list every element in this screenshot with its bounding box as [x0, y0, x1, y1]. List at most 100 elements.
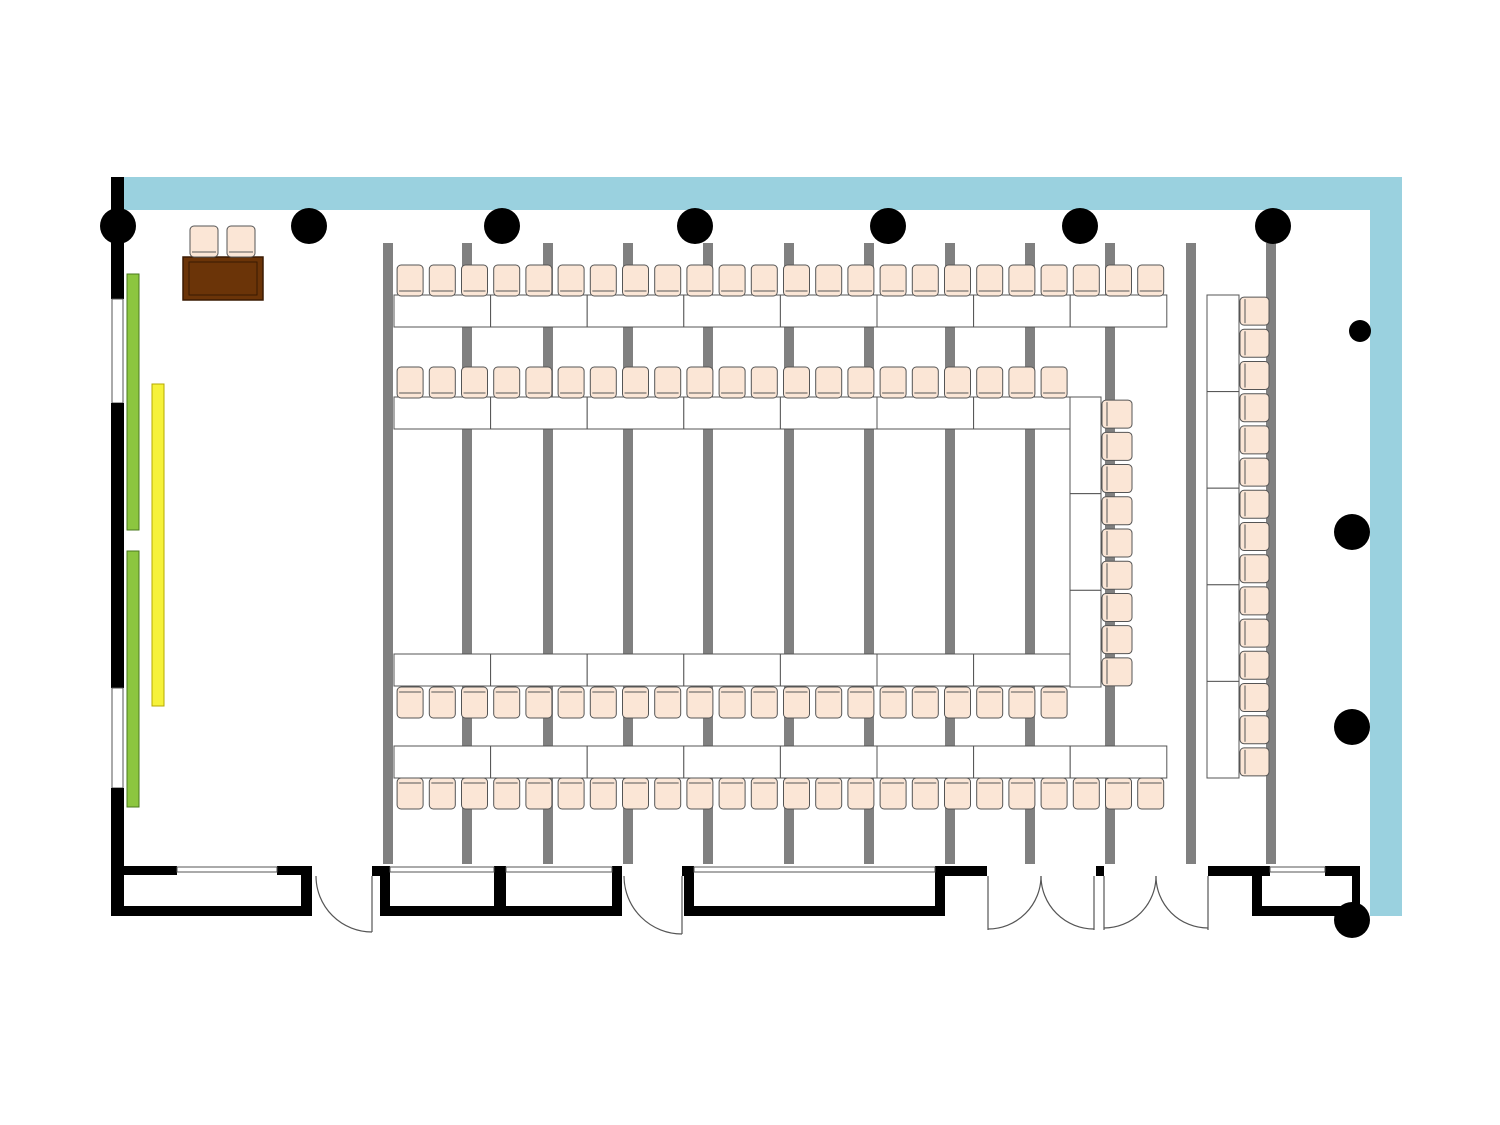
chair-seat — [1008, 777, 1036, 810]
chair — [622, 366, 649, 399]
column — [1349, 320, 1371, 342]
chair — [750, 777, 778, 810]
closet-wall — [1252, 906, 1360, 916]
chair — [1072, 777, 1100, 810]
chair — [783, 777, 810, 810]
chair — [1040, 366, 1068, 399]
chair-seat — [1040, 264, 1068, 297]
chair-seat — [750, 264, 778, 297]
chair-seat — [525, 777, 553, 810]
door-swing — [987, 875, 1042, 930]
chair — [1239, 522, 1270, 551]
chair — [750, 366, 778, 399]
chair-seat — [815, 264, 843, 297]
yellow-board — [151, 383, 165, 707]
chair — [1239, 715, 1270, 745]
column — [484, 208, 520, 244]
structural-columns — [100, 208, 1371, 938]
chair-seat — [654, 366, 682, 399]
chair — [944, 264, 971, 297]
table — [973, 745, 1071, 779]
chair-seat — [589, 777, 617, 810]
chair — [1040, 686, 1068, 719]
chair-seat — [622, 264, 649, 297]
chair — [557, 777, 585, 810]
chair — [976, 777, 1004, 810]
chair-seat — [654, 686, 682, 719]
chair — [911, 366, 939, 399]
chair — [525, 686, 553, 719]
chair-seat — [1239, 715, 1270, 745]
column — [1334, 709, 1370, 745]
chair-seat — [622, 777, 649, 810]
chair — [976, 264, 1004, 297]
table — [683, 653, 781, 687]
single-door — [315, 875, 373, 933]
chair-seat — [461, 366, 488, 399]
chair — [1040, 777, 1068, 810]
chair — [847, 777, 875, 810]
chair-seat — [428, 264, 456, 297]
chair — [525, 366, 553, 399]
chair — [944, 686, 971, 719]
chair-seat — [226, 225, 256, 258]
door-swing — [315, 875, 373, 933]
chair-seat — [1040, 777, 1068, 810]
chair — [847, 264, 875, 297]
chair — [879, 366, 907, 399]
chair-seat — [1040, 686, 1068, 719]
chair — [226, 225, 256, 258]
chair — [1101, 431, 1133, 461]
chair — [815, 366, 843, 399]
table — [586, 745, 685, 779]
chair-seat — [976, 686, 1004, 719]
chair — [589, 264, 617, 297]
chair — [622, 264, 649, 297]
ceiling-beam — [1186, 243, 1196, 864]
table — [876, 294, 975, 328]
lectern-area — [182, 256, 264, 301]
chair — [847, 686, 875, 719]
chair-seat — [1239, 361, 1270, 390]
chair — [879, 264, 907, 297]
lectern — [182, 256, 264, 301]
chair-seat — [686, 686, 714, 719]
closet-wall — [301, 866, 312, 916]
chair — [396, 366, 424, 399]
table — [393, 396, 492, 430]
chair-seat — [911, 686, 939, 719]
chair-seat — [589, 264, 617, 297]
ceiling-beam — [864, 243, 874, 864]
chair-seat — [1239, 618, 1270, 648]
chair — [1101, 592, 1133, 622]
chair-seat — [557, 366, 585, 399]
chair-seat — [1239, 747, 1270, 777]
chair-seat — [461, 777, 488, 810]
bottom-wall-segment — [945, 866, 987, 876]
chair — [493, 366, 521, 399]
chair-seat — [686, 264, 714, 297]
chair-seat — [1101, 625, 1133, 655]
chair-seat — [911, 366, 939, 399]
left-window — [111, 687, 124, 789]
chair-seat — [589, 366, 617, 399]
closet-wall — [684, 866, 694, 916]
chair-seat — [428, 366, 456, 399]
left-window — [111, 298, 124, 404]
closet-wall — [494, 866, 506, 916]
chair-seat — [815, 366, 843, 399]
chair-seat — [396, 777, 424, 810]
chair — [1137, 777, 1165, 810]
chair — [1101, 464, 1133, 494]
sliding-door — [1269, 866, 1326, 873]
chair-seat — [525, 366, 553, 399]
chair-seat — [686, 777, 714, 810]
chair — [783, 264, 810, 297]
chair — [428, 264, 456, 297]
chair — [879, 686, 907, 719]
sliding-door — [176, 866, 278, 873]
chair — [879, 777, 907, 810]
closet-wall — [111, 906, 312, 916]
chair-seat — [1072, 264, 1100, 297]
